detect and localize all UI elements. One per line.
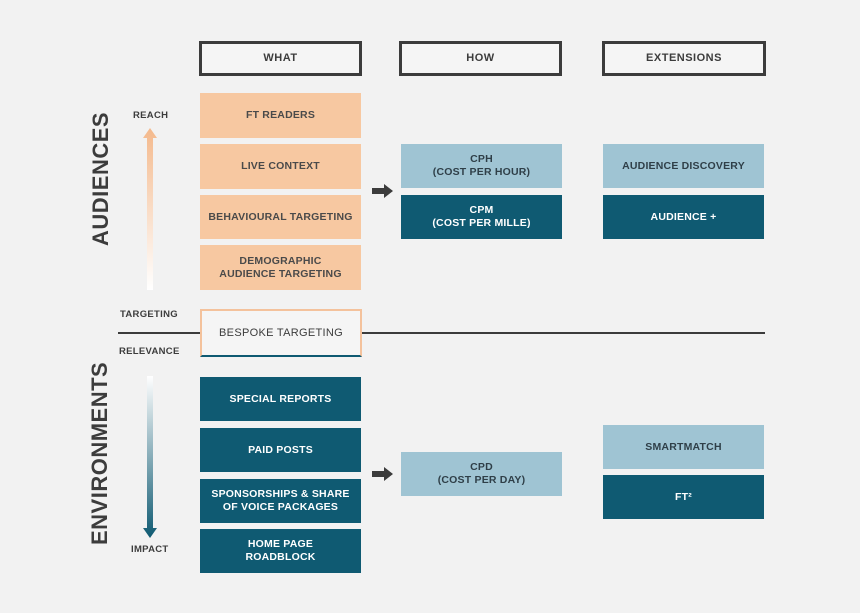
arrow-right-icon <box>372 184 393 198</box>
how-item-cph: CPH (COST PER HOUR) <box>401 144 562 188</box>
targeting-relevance-divider <box>118 332 765 334</box>
header-how: HOW <box>399 41 562 76</box>
ext-item-audience-discovery: AUDIENCE DISCOVERY <box>603 144 764 188</box>
what-item-home-page-roadblock: HOME PAGE ROADBLOCK <box>200 529 361 573</box>
audiences-label: AUDIENCES <box>88 111 113 246</box>
header-extensions: EXTENSIONS <box>602 41 766 76</box>
gradient-arrow-down-icon <box>143 376 157 538</box>
gradient-arrow-up-icon <box>143 128 157 290</box>
how-item-cpd: CPD (COST PER DAY) <box>401 452 562 496</box>
bespoke-targeting: BESPOKE TARGETING <box>200 309 362 357</box>
what-item-sponsorships: SPONSORSHIPS & SHARE OF VOICE PACKAGES <box>200 479 361 523</box>
what-item-special-reports: SPECIAL REPORTS <box>200 377 361 421</box>
what-item-live-context: LIVE CONTEXT <box>200 144 361 189</box>
ext-item-audience-plus: AUDIENCE + <box>603 195 764 239</box>
what-item-ft-readers: FT READERS <box>200 93 361 138</box>
relevance-label: RELEVANCE <box>119 346 180 357</box>
what-item-paid-posts: PAID POSTS <box>200 428 361 472</box>
environments-label: ENVIRONMENTS <box>87 361 112 545</box>
what-item-demographic-targeting: DEMOGRAPHIC AUDIENCE TARGETING <box>200 245 361 290</box>
impact-label: IMPACT <box>131 544 169 555</box>
header-what: WHAT <box>199 41 362 76</box>
reach-label: REACH <box>133 110 169 121</box>
ext-item-ft2: FT² <box>603 475 764 519</box>
ext-item-smartmatch: SMARTMATCH <box>603 425 764 469</box>
arrow-right-icon <box>372 467 393 481</box>
targeting-label: TARGETING <box>120 309 178 320</box>
what-item-behavioural-targeting: BEHAVIOURAL TARGETING <box>200 195 361 239</box>
how-item-cpm: CPM (COST PER MILLE) <box>401 195 562 239</box>
